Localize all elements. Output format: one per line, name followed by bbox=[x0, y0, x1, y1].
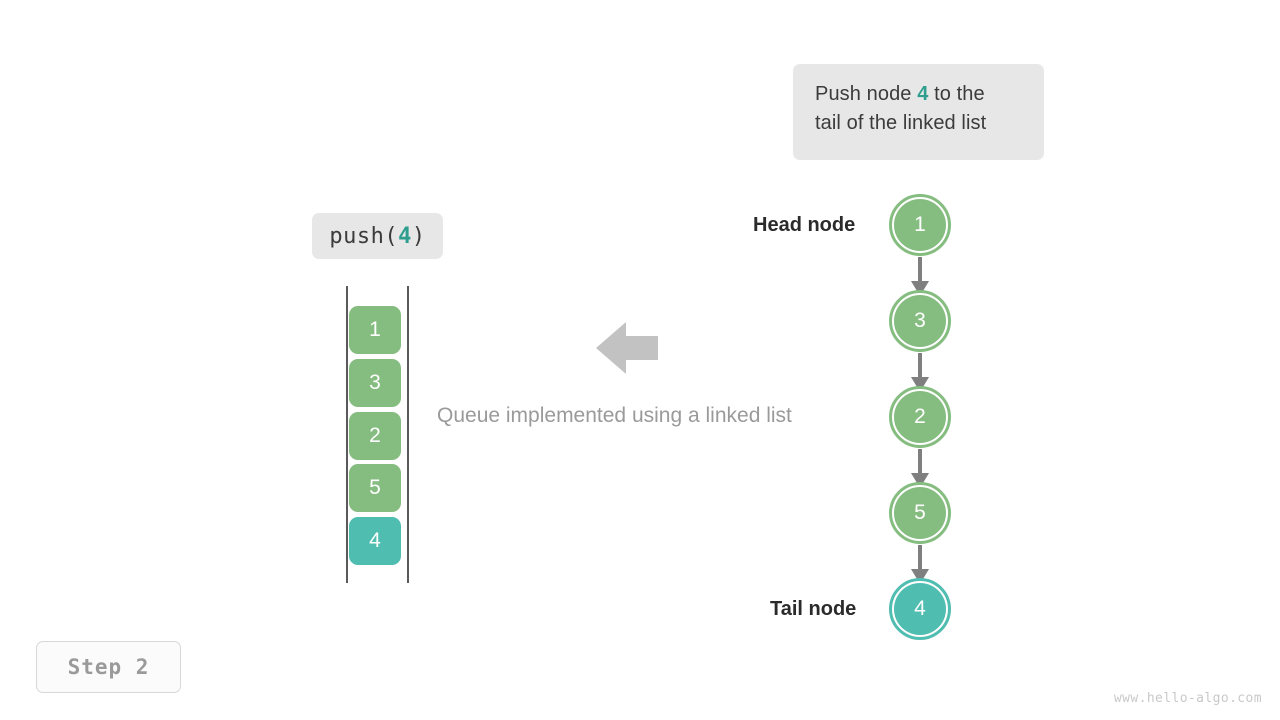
callout-value: 4 bbox=[917, 83, 929, 105]
step-badge-label: Step 2 bbox=[67, 655, 150, 679]
node-value: 2 bbox=[894, 391, 946, 443]
linked-list-node: 3 bbox=[889, 290, 951, 352]
node-value: 3 bbox=[894, 295, 946, 347]
node-value: 1 bbox=[894, 199, 946, 251]
tail-node-label: Tail node bbox=[770, 598, 857, 620]
operation-value: 4 bbox=[398, 223, 412, 249]
head-node-label: Head node bbox=[753, 214, 856, 236]
queue-cell: 5 bbox=[349, 464, 401, 512]
queue-cell: 1 bbox=[349, 306, 401, 354]
queue-cell-value: 1 bbox=[369, 318, 381, 341]
queue-cell-value: 5 bbox=[369, 476, 381, 499]
link-arrow-icon bbox=[903, 545, 937, 585]
node-value: 4 bbox=[894, 583, 946, 635]
callout-box: Push node 4 to the tail of the linked li… bbox=[793, 64, 1044, 160]
operation-prefix: push( bbox=[329, 223, 399, 249]
queue-cell-value: 2 bbox=[369, 424, 381, 447]
queue-cell-value: 3 bbox=[369, 371, 381, 394]
callout-line2: tail of the linked list bbox=[815, 112, 987, 134]
operation-text: push(4) bbox=[329, 224, 425, 249]
queue-cell-highlighted: 4 bbox=[349, 517, 401, 565]
queue-rail-left bbox=[346, 286, 348, 583]
operation-chip: push(4) bbox=[312, 213, 443, 259]
callout-line1-suffix: to the bbox=[928, 83, 985, 105]
queue-cell: 2 bbox=[349, 412, 401, 460]
watermark: www.hello-algo.com bbox=[1113, 691, 1262, 706]
operation-suffix: ) bbox=[411, 223, 426, 249]
callout-line1-prefix: Push node bbox=[815, 83, 918, 105]
linked-list-node: 2 bbox=[889, 386, 951, 448]
linked-list-node: 5 bbox=[889, 482, 951, 544]
callout-text: Push node 4 to the tail of the linked li… bbox=[815, 80, 1022, 138]
queue-cell: 3 bbox=[349, 359, 401, 407]
link-arrow-icon bbox=[903, 353, 937, 393]
queue-rail-right bbox=[407, 286, 409, 583]
link-arrow-icon bbox=[903, 449, 937, 489]
node-value: 5 bbox=[894, 487, 946, 539]
diagram-caption: Queue implemented using a linked list bbox=[437, 404, 792, 427]
link-arrow-icon bbox=[903, 257, 937, 297]
step-badge: Step 2 bbox=[36, 641, 181, 693]
linked-list-node: 1 bbox=[889, 194, 951, 256]
left-arrow-icon bbox=[596, 320, 658, 376]
queue-cell-value: 4 bbox=[369, 529, 381, 552]
linked-list-node-highlighted: 4 bbox=[889, 578, 951, 640]
